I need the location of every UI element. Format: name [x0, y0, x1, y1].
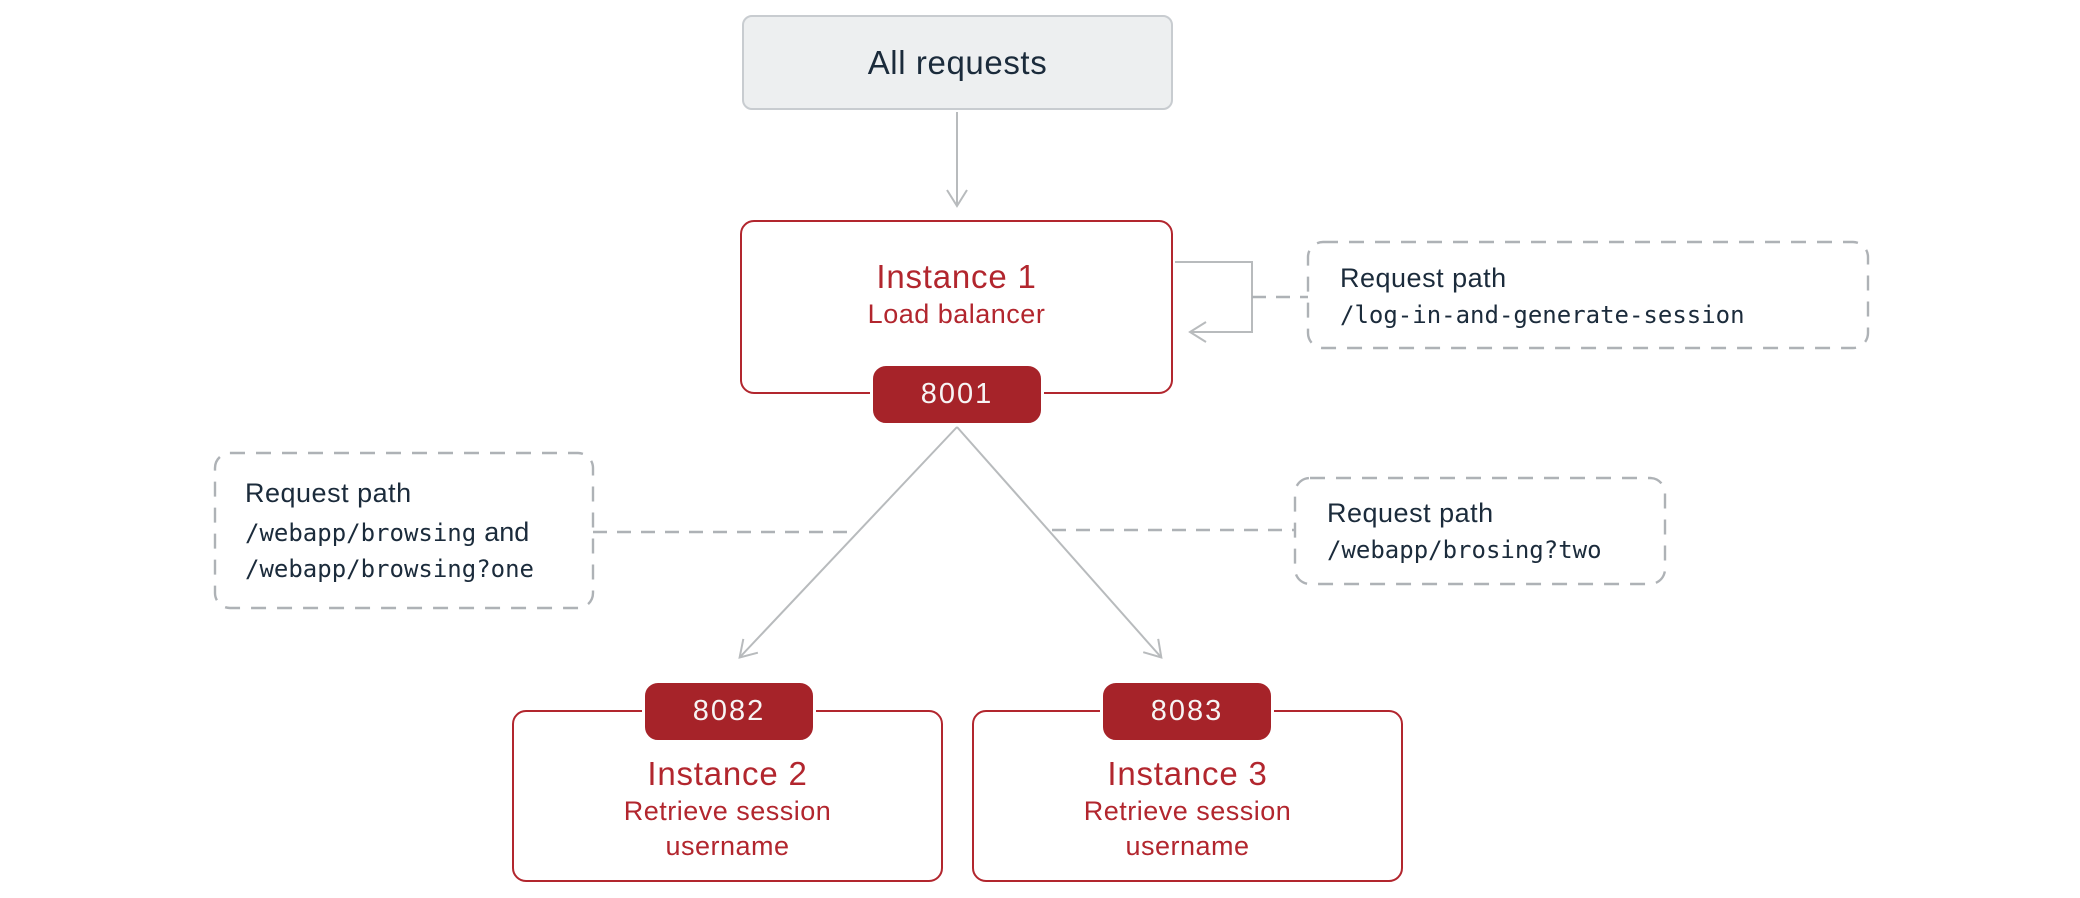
instance-3-port: 8083 [1150, 695, 1224, 727]
arrow-lb-self-loop [1175, 261, 1253, 343]
instance-1-port-badge: 8001 [870, 363, 1044, 426]
instance-1-subtitle: Load balancer [867, 299, 1046, 330]
instance-2-title: Instance 2 [647, 754, 808, 792]
note-login-code: /log-in-and-generate-session [1340, 300, 1745, 329]
instance-1-title: Instance 1 [876, 258, 1037, 296]
instance-2-port-badge: 8082 [642, 680, 816, 743]
request-path-note-login: Request path /log-in-and-generate-sessio… [1340, 244, 1850, 348]
instance-2-subtitle: Retrieve session username [623, 796, 832, 861]
instance-3-title: Instance 3 [1107, 754, 1268, 792]
instance-3-port-badge: 8083 [1100, 680, 1274, 743]
note-webapp-code2: /webapp/browsing?one [245, 555, 534, 584]
request-path-note-brosing: Request path /webapp/brosing?two [1327, 480, 1647, 582]
note-webapp-conjunction: and [484, 516, 530, 547]
note-webapp-code1: /webapp/browsing [245, 518, 477, 547]
instance-1-port: 8001 [920, 378, 994, 410]
all-requests-box: All requests [742, 15, 1173, 110]
note-login-label: Request path [1340, 262, 1507, 293]
instance-2-port: 8082 [692, 695, 766, 727]
all-requests-label: All requests [867, 43, 1048, 81]
arrow-lb-to-instance2 [738, 426, 958, 659]
note-brosing-label: Request path [1327, 497, 1494, 528]
arrow-lb-to-instance3 [956, 426, 1163, 659]
note-webapp-label: Request path [245, 478, 412, 509]
note-brosing-code: /webapp/brosing?two [1327, 535, 1602, 564]
instance-3-subtitle: Retrieve session username [1083, 796, 1292, 861]
